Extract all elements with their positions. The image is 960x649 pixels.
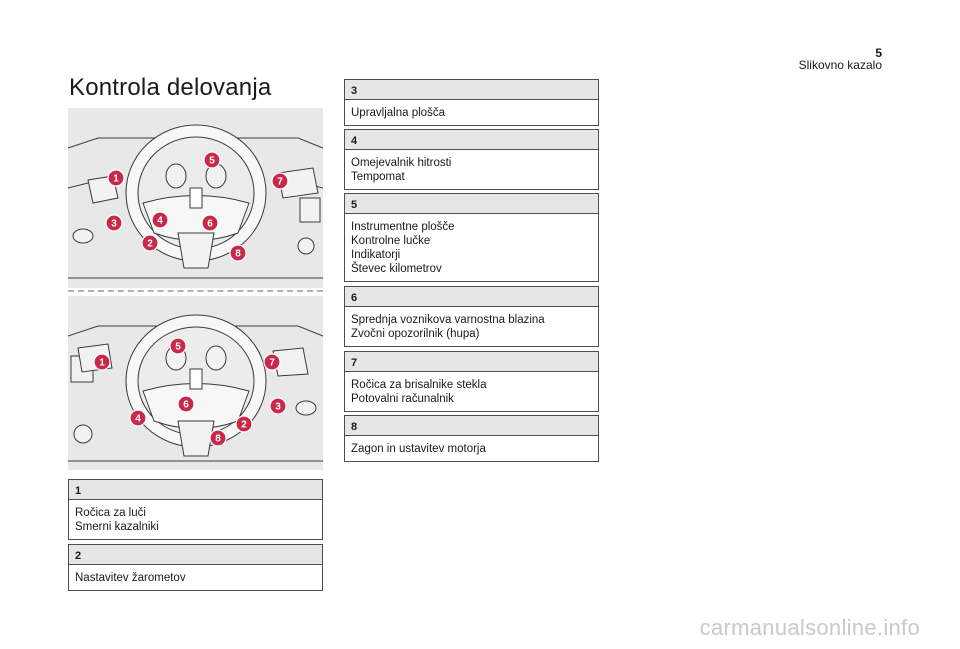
callout-marker-2 [235,415,253,433]
item-box-2: 2 Nastavitev žarometov [68,544,323,591]
callout-label-1: 1 [113,174,119,185]
callout-marker-6 [177,395,195,413]
watermark: carmanualsonline.info [699,615,920,640]
callout-marker-7 [271,172,289,190]
item-number: 5 [345,194,598,214]
callout-marker-8 [229,244,247,262]
item-text: Indikatorji [351,249,401,261]
item-text: Kontrolne lučke [351,235,431,247]
item-text: Zvočni opozorilnik (hupa) [351,328,480,340]
callout-label-8: 8 [215,434,221,445]
section-title: Slikovno kazalo [798,58,882,72]
callout-label-8: 8 [235,249,241,260]
callout-label-5: 5 [175,342,181,353]
item-text: Smerni kazalniki [75,521,159,533]
divider-line [68,290,323,292]
item-number: 6 [345,287,598,307]
callout-marker-7 [263,353,281,371]
item-number: 2 [69,545,322,565]
item-number: 1 [69,480,322,500]
callout-marker-5 [203,151,221,169]
callout-label-7: 7 [269,358,275,369]
callout-marker-2 [141,234,159,252]
item-box-6: 6 Sprednja voznikova varnostna blazina Z… [344,286,599,347]
item-text: Tempomat [351,171,405,183]
callout-label-3: 3 [275,402,281,413]
callout-label-5: 5 [209,156,215,167]
item-text: Upravljalna plošča [351,107,445,119]
item-number: 4 [345,130,598,150]
callout-label-4: 4 [157,216,163,227]
item-text: Ročica za brisalnike stekla [351,379,487,391]
callout-label-6: 6 [183,400,189,411]
callout-label-4: 4 [135,414,141,425]
item-text: Nastavitev žarometov [75,572,186,584]
item-box-1: 1 Ročica za luči Smerni kazalniki [68,479,323,540]
item-box-4: 4 Omejevalnik hitrosti Tempomat [344,129,599,190]
callout-label-2: 2 [241,420,247,431]
callout-marker-8 [209,429,227,447]
callout-marker-4 [129,409,147,427]
dashboard-illustration-lhd: 1 2 3 4 5 6 7 8 [68,108,323,288]
callout-marker-4 [151,211,169,229]
callout-label-2: 2 [147,239,153,250]
item-box-7: 7 Ročica za brisalnike stekla Potovalni … [344,351,599,412]
item-text: Števec kilometrov [351,263,442,275]
item-number: 8 [345,416,598,436]
callout-marker-3 [105,214,123,232]
item-text: Omejevalnik hitrosti [351,157,452,169]
item-box-3: 3 Upravljalna plošča [344,79,599,126]
callout-label-3: 3 [111,219,117,230]
callout-marker-1 [107,169,125,187]
item-text: Sprednja voznikova varnostna blazina [351,314,545,326]
dashboard-illustration-rhd: 1 2 3 4 5 6 7 8 [68,296,323,470]
callout-label-7: 7 [277,177,283,188]
callout-marker-6 [201,214,219,232]
item-text: Ročica za luči [75,507,146,519]
item-box-8: 8 Zagon in ustavitev motorja [344,415,599,462]
page-title: Kontrola delovanja [69,74,272,101]
item-text: Instrumentne plošče [351,221,455,233]
item-number: 7 [345,352,598,372]
callout-marker-1 [93,353,111,371]
item-box-5: 5 Instrumentne plošče Kontrolne lučke In… [344,193,599,282]
callout-marker-5 [169,337,187,355]
item-text: Potovalni računalnik [351,393,454,405]
callout-label-1: 1 [99,358,105,369]
callout-label-6: 6 [207,219,213,230]
item-number: 3 [345,80,598,100]
item-text: Zagon in ustavitev motorja [351,443,486,455]
page-number: 5 [875,46,882,60]
callout-marker-3 [269,397,287,415]
